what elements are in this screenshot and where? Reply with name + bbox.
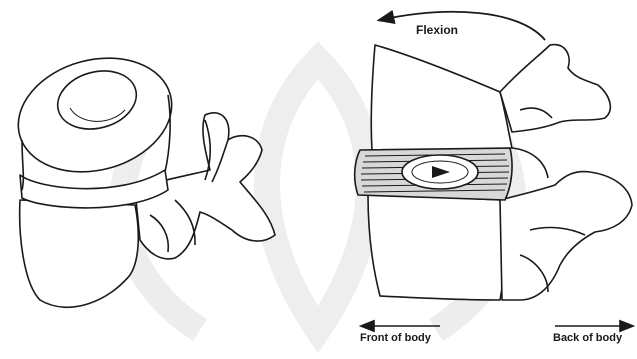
upper-vertebral-body	[371, 45, 512, 151]
flexion-label: Flexion	[416, 23, 458, 37]
vertebral-body	[20, 200, 139, 307]
front-of-body-label: Front of body	[360, 332, 431, 344]
lateral-spine-segment	[355, 45, 632, 300]
upper-spinous-process	[500, 45, 610, 132]
lower-vertebral-body	[368, 195, 504, 300]
back-of-body-label: Back of body	[553, 332, 622, 344]
flexion-arrow-icon	[380, 12, 545, 40]
